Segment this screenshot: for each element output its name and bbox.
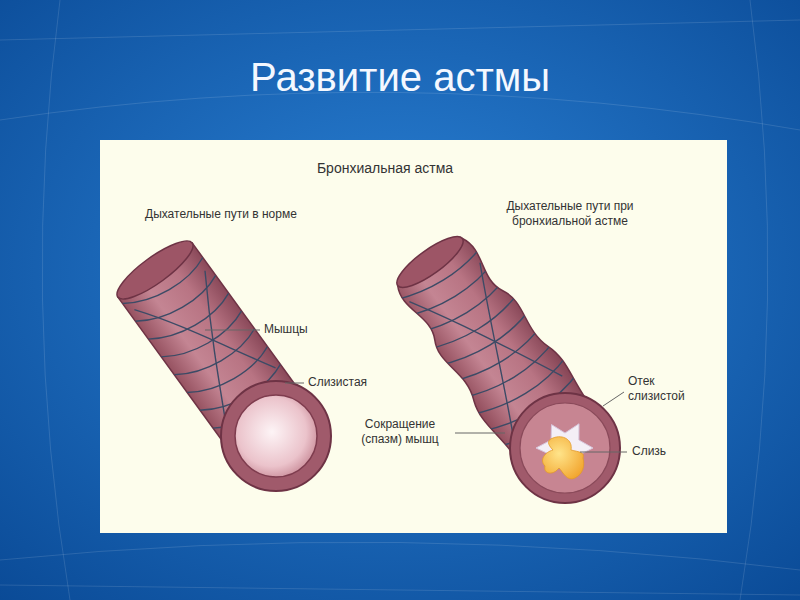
slide-title: Развитие астмы bbox=[0, 52, 800, 102]
panel-heading: Дыхательные пути при бронхиальной астме bbox=[495, 199, 645, 229]
airway-top-cap bbox=[391, 229, 470, 295]
panel-heading: Дыхательные пути в норме bbox=[145, 207, 297, 222]
muscle-band bbox=[413, 268, 512, 346]
part-label: Сокращение (спазм) мышц bbox=[350, 417, 450, 447]
leader-line bbox=[455, 433, 505, 434]
leader-line bbox=[580, 452, 627, 453]
grid-line bbox=[740, 0, 768, 600]
muscle-band bbox=[425, 284, 524, 362]
figure-heading: Бронхиальная астма bbox=[300, 160, 470, 178]
muscle-band bbox=[409, 255, 562, 423]
grid-line bbox=[0, 585, 800, 595]
part-label: Слизь bbox=[632, 444, 666, 459]
muscle-band bbox=[436, 300, 535, 378]
leader-line bbox=[205, 330, 260, 331]
mucus-plug bbox=[543, 437, 584, 479]
leader-lines bbox=[205, 330, 627, 452]
figure-panel bbox=[100, 140, 727, 533]
airway-top-cap bbox=[110, 232, 200, 307]
part-label: Мышцы bbox=[264, 322, 308, 337]
grid-line bbox=[0, 20, 800, 40]
leader-line bbox=[285, 383, 304, 384]
grid-line bbox=[42, 0, 70, 600]
part-label: Слизистая bbox=[308, 375, 367, 390]
asthma-airway-section bbox=[510, 393, 620, 503]
grid-line bbox=[0, 542, 800, 570]
leader-line bbox=[603, 392, 624, 406]
airway-lumen bbox=[235, 395, 317, 477]
part-label: Отек слизистой bbox=[628, 374, 706, 404]
airway-wall-section bbox=[221, 381, 331, 491]
swollen-mucosa bbox=[520, 403, 610, 493]
airway-wall-section bbox=[510, 393, 620, 503]
